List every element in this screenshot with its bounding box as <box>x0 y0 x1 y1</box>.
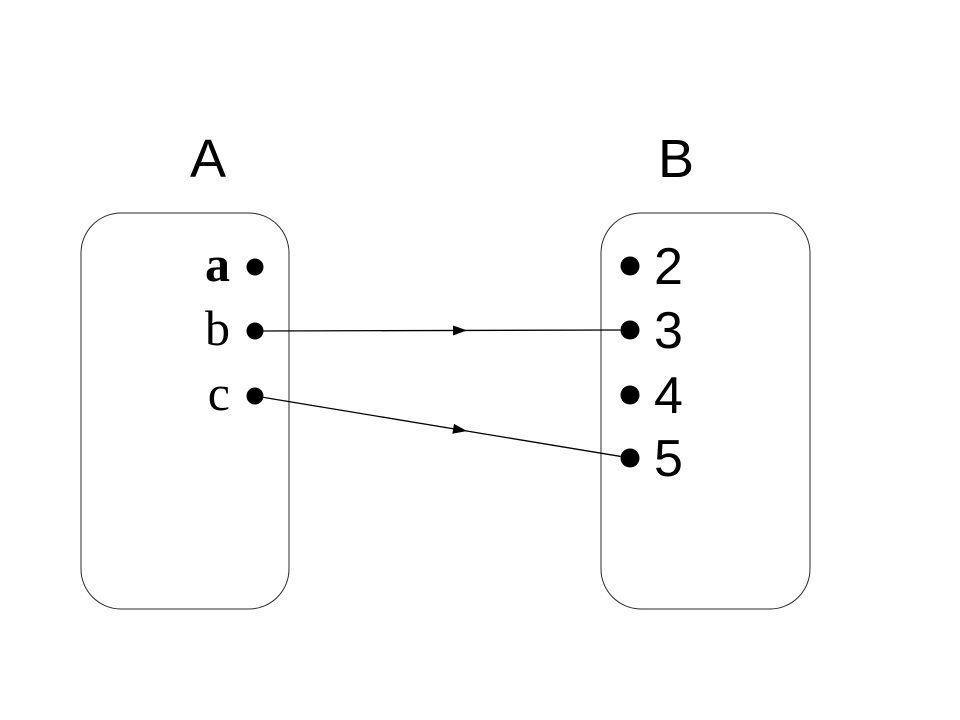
element-label-5: 5 <box>654 430 683 488</box>
arrow-b-to-3 <box>263 329 621 332</box>
element-label-4: 4 <box>654 367 683 425</box>
element-dot-b <box>246 322 264 340</box>
set-A-title: A <box>190 129 226 189</box>
set-A-boundary <box>80 212 290 610</box>
element-dot-5 <box>620 448 640 468</box>
set-B-boundary <box>600 212 811 610</box>
element-label-2: 2 <box>654 238 683 296</box>
arrowhead-b-to-3 <box>452 325 467 336</box>
element-dot-3 <box>620 320 640 340</box>
element-label-3: 3 <box>654 302 683 360</box>
element-label-b: b <box>205 300 230 356</box>
element-label-a: a <box>205 236 230 292</box>
element-dot-c <box>246 387 264 405</box>
arrow-c-to-5 <box>263 396 621 458</box>
element-dot-2 <box>620 256 640 276</box>
element-label-c: c <box>208 365 230 421</box>
set-B-title: B <box>658 129 694 189</box>
element-dot-a <box>246 258 264 276</box>
element-dot-4 <box>620 385 640 405</box>
arrowhead-c-to-5 <box>452 423 468 434</box>
